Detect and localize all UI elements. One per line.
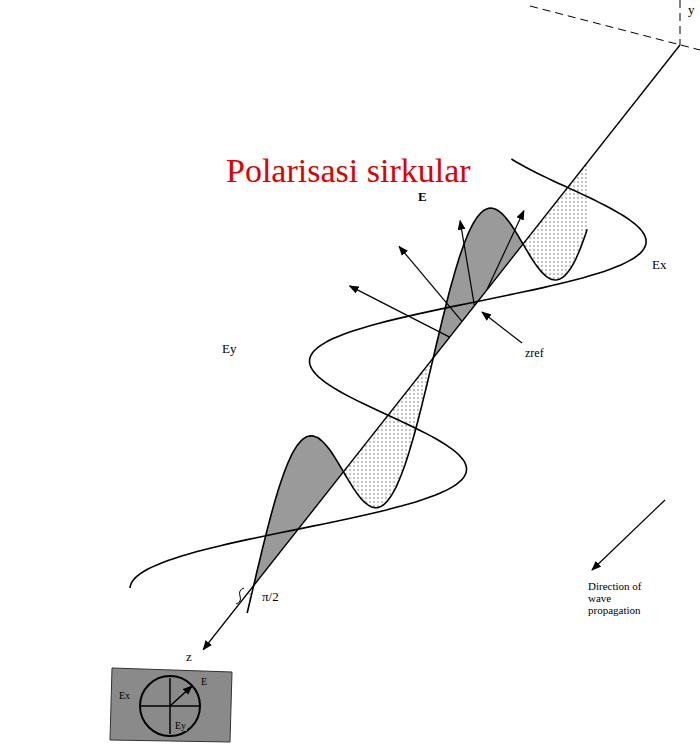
- ey-lobe-fill: [254, 436, 344, 586]
- z-axis: [203, 45, 680, 650]
- inset-circle: [140, 676, 200, 736]
- inset-e-vector: [170, 686, 192, 706]
- phase-brace: [236, 588, 244, 604]
- axis-label: z: [186, 650, 192, 664]
- inset-label: Ex: [118, 690, 131, 701]
- phase-label: π/2: [262, 590, 279, 604]
- ey-wave: [247, 208, 587, 613]
- e-vector: [350, 286, 450, 337]
- x-axis: [530, 6, 700, 50]
- zref-pointer: [482, 312, 522, 343]
- y-axis: [680, 0, 681, 45]
- vector-label: E: [418, 190, 427, 204]
- inset-label: Ey: [174, 720, 187, 731]
- ey-lobe-dotted: [523, 163, 587, 280]
- e-vector: [399, 246, 462, 321]
- direction-note: Direction of wave propagation: [588, 580, 660, 616]
- propagation-arrow: [592, 500, 665, 570]
- axis-label: y: [688, 3, 695, 17]
- wave-label: Ey: [222, 342, 236, 356]
- inset-label: E: [200, 676, 208, 687]
- e-vector: [460, 221, 474, 306]
- e-vector: [487, 211, 524, 290]
- ey-lobe-dotted: [247, 163, 588, 609]
- ey-lobe-dotted: [343, 358, 433, 508]
- inset-plane: [110, 668, 232, 742]
- wave-label: Ex: [652, 258, 666, 272]
- reference-label: zref: [525, 347, 544, 360]
- ex-wave: [130, 159, 646, 588]
- ey-lobe-fill: [254, 208, 523, 585]
- title: Polarisasi sirkular: [226, 152, 471, 189]
